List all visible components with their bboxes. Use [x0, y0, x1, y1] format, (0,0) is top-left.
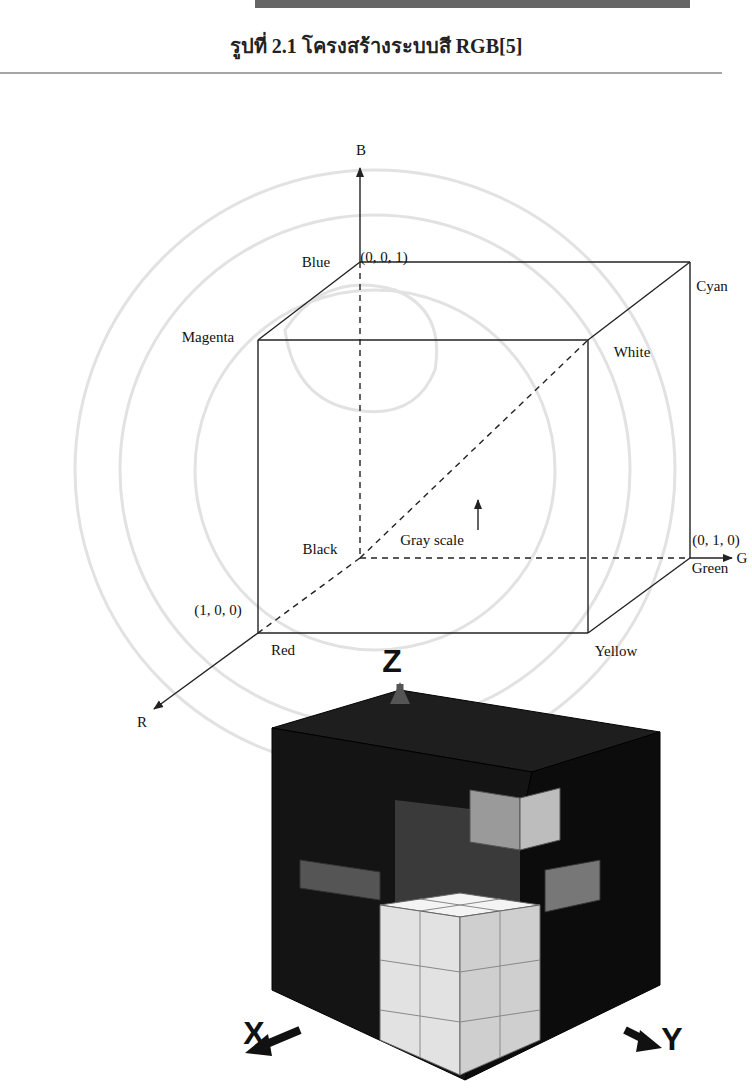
axis-label: X: [243, 1016, 264, 1051]
block-cube: [245, 684, 662, 1080]
coordinate-label: (0, 0, 1): [360, 249, 408, 266]
gray-scale-label: Gray scale: [398, 532, 466, 549]
rule: [0, 72, 722, 74]
seal-watermark: [75, 170, 675, 770]
axis-label: Z: [382, 644, 402, 679]
corner-label: Blue: [302, 254, 330, 271]
corner-label: Magenta: [182, 329, 234, 346]
coordinate-label: (0, 1, 0): [692, 532, 740, 549]
corner-label: Cyan: [696, 278, 728, 295]
rgb-cube: [154, 168, 732, 709]
corner-label: Red: [271, 642, 295, 659]
axis-label: R: [137, 714, 147, 731]
corner-label: White: [614, 344, 651, 361]
axis-label: G: [737, 550, 748, 567]
top-bar: [255, 0, 690, 8]
axis-label: Y: [661, 1022, 682, 1057]
axis-label: B: [356, 142, 366, 159]
corner-label: Yellow: [595, 643, 638, 660]
coordinate-label: (1, 0, 0): [194, 602, 242, 619]
corner-label: Black: [303, 541, 338, 558]
corner-label: Green: [692, 560, 729, 577]
figure-caption: รูปที่ 2.1 โครงสร้างระบบสี RGB[5]: [230, 35, 523, 57]
